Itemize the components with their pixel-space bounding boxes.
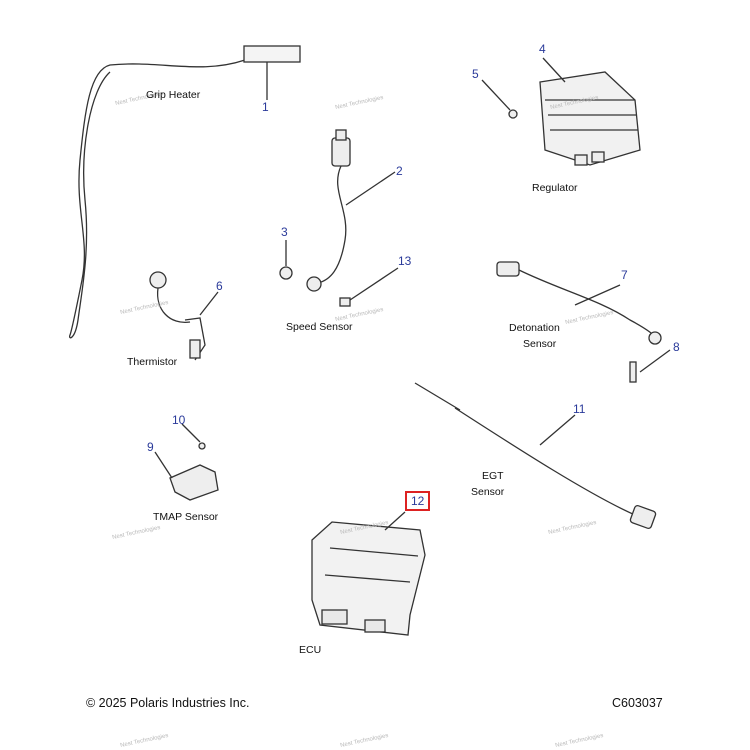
speed-sensor-head xyxy=(306,276,322,292)
bolt-5 xyxy=(508,109,518,119)
thermistor-connector xyxy=(149,271,167,289)
egt-cable xyxy=(454,407,636,516)
callout-6[interactable]: 6 xyxy=(216,279,223,293)
leader-6 xyxy=(199,291,219,316)
callout-13[interactable]: 13 xyxy=(398,254,412,268)
detonation-sensor-head xyxy=(648,331,662,345)
screw-10 xyxy=(198,442,206,450)
callout-12-highlighted[interactable]: 12 xyxy=(405,491,431,511)
label-thermistor: Thermistor xyxy=(127,356,178,368)
bolt-8 xyxy=(629,361,637,383)
detonation-connector xyxy=(496,261,520,277)
grip-heater-wire xyxy=(69,59,246,339)
leader-10 xyxy=(181,423,201,443)
leader-5 xyxy=(481,79,511,111)
leader-12 xyxy=(384,511,406,531)
copyright-text: © 2025 Polaris Industries Inc. xyxy=(86,696,250,710)
callout-7[interactable]: 7 xyxy=(621,268,628,282)
callout-5[interactable]: 5 xyxy=(472,67,479,81)
label-detonation-line1: Detonation xyxy=(509,322,560,334)
speed-sensor-cable xyxy=(317,165,347,284)
label-ecu: ECU xyxy=(299,644,322,656)
label-detonation-line2: Sensor xyxy=(523,338,557,350)
fastener-13 xyxy=(339,297,351,307)
regulator-body xyxy=(539,71,641,166)
callout-4[interactable]: 4 xyxy=(539,42,546,56)
diagram-code: C603037 xyxy=(612,696,663,710)
callout-3[interactable]: 3 xyxy=(281,225,288,239)
leader-4 xyxy=(542,57,566,83)
tmap-body xyxy=(169,464,219,501)
callout-8[interactable]: 8 xyxy=(673,340,680,354)
nut-3 xyxy=(279,266,293,280)
callout-9[interactable]: 9 xyxy=(147,440,154,454)
leader-11 xyxy=(539,414,576,446)
callout-2[interactable]: 2 xyxy=(396,164,403,178)
label-speed-sensor: Speed Sensor xyxy=(286,321,353,333)
label-egt-line1: EGT xyxy=(482,470,504,482)
callout-11[interactable]: 11 xyxy=(573,402,586,416)
callout-10[interactable]: 10 xyxy=(172,413,186,427)
label-tmap-sensor: TMAP Sensor xyxy=(153,511,219,523)
thermistor-wire xyxy=(157,287,191,323)
leader-7 xyxy=(574,284,621,306)
callout-1[interactable]: 1 xyxy=(262,100,269,114)
label-regulator: Regulator xyxy=(532,182,578,194)
label-grip-heater: Grip Heater xyxy=(146,89,201,101)
grip-heater-pad xyxy=(243,45,301,63)
leader-8 xyxy=(639,349,671,373)
leader-9 xyxy=(154,451,173,479)
label-egt-line2: Sensor xyxy=(471,486,505,498)
egt-sensor-probe xyxy=(414,382,461,411)
egt-connector xyxy=(629,504,657,530)
speed-sensor-connector xyxy=(331,137,351,167)
